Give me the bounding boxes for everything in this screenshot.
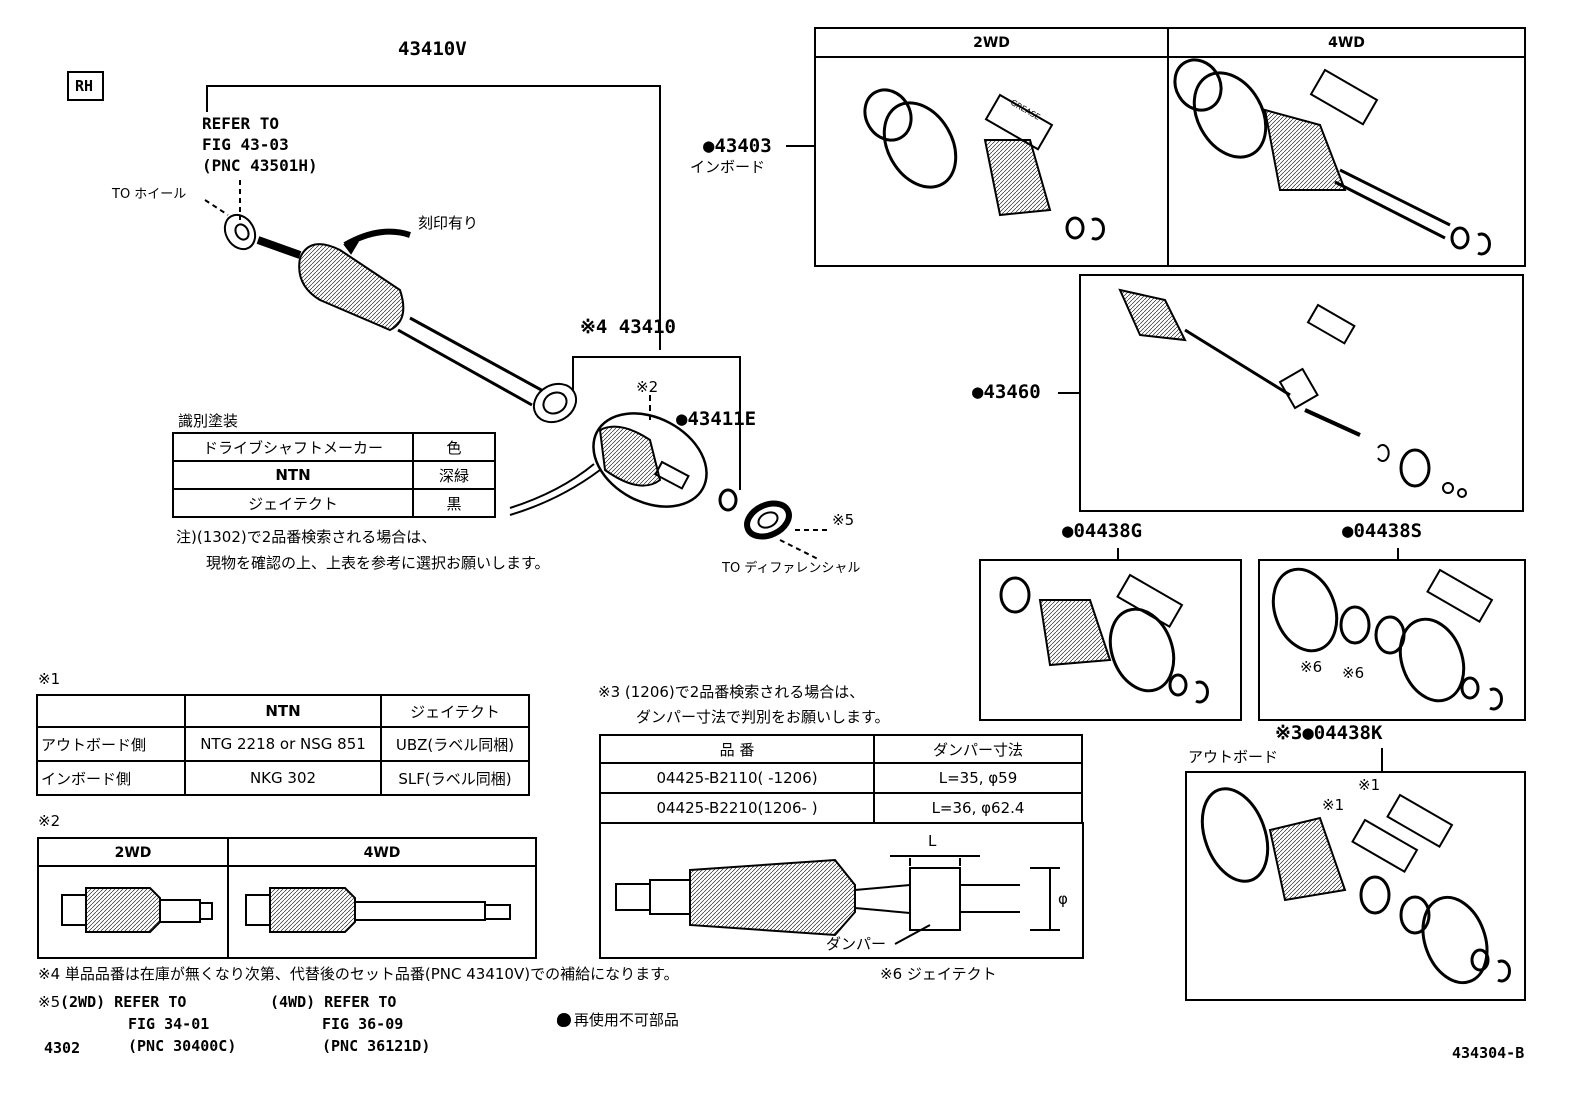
- note5-marker: ※5: [832, 511, 855, 529]
- note5-a-line-1: (2WD) REFER TO: [60, 993, 187, 1011]
- id-paint-note-2: 現物を確認の上、上表を参考に選択お願いします。: [206, 554, 550, 572]
- id-paint-row-maker: ジェイテクト: [172, 488, 414, 518]
- dim-phi-label: φ: [1058, 890, 1068, 908]
- note2-col-4wd: 4WD: [363, 845, 401, 861]
- boot-s-mark-2: ※6: [1342, 664, 1365, 682]
- refer-line-1: REFER TO: [202, 114, 280, 133]
- assembly-pnc: 43410V: [398, 38, 467, 60]
- note1-row-label: アウトボード側: [36, 726, 186, 762]
- damper-label: ダンパー: [826, 935, 887, 953]
- note1-row-jtekt: SLF(ラベル同梱): [380, 760, 530, 796]
- rh-badge: [67, 71, 104, 101]
- rh-label: RH: [75, 77, 94, 95]
- note5-b-line-2: FIG 36-09: [322, 1015, 404, 1033]
- id-paint-note-1: 注)(1302)で2品番検索される場合は、: [176, 528, 437, 546]
- id-paint-header-maker: ドライブシャフトメーカー: [172, 432, 414, 462]
- note6-text: ※6 ジェイテクト: [880, 965, 997, 983]
- leader-43410-bracket: [572, 356, 741, 490]
- note1-row-jtekt: UBZ(ラベル同梱): [380, 726, 530, 762]
- note5-marker-bottom: ※5: [38, 993, 61, 1011]
- outboard-pnc: ※3●04438K: [1275, 722, 1383, 744]
- note1-marker: ※1: [38, 670, 61, 688]
- seal-pnc: ●43411E: [676, 408, 757, 430]
- kit-col-2wd: 2WD: [973, 35, 1010, 51]
- id-paint-title: 識別塗装: [178, 412, 239, 430]
- note5-a-line-2: FIG 34-01: [128, 1015, 210, 1033]
- note2-marker: ※2: [636, 378, 659, 396]
- id-paint-header-color: 色: [412, 432, 496, 462]
- note1-header-jtekt: ジェイテクト: [380, 694, 530, 728]
- note3-header-part: 品 番: [599, 734, 875, 764]
- note5-a-line-3: (PNC 30400C): [128, 1037, 237, 1055]
- note3-line-2: ダンパー寸法で判別をお願いします。: [636, 708, 890, 726]
- marked-label: 刻印有り: [418, 214, 479, 232]
- note1-row-ntn: NTG 2218 or NSG 851: [184, 726, 382, 762]
- inboard-boot-pnc: ●43403: [703, 135, 772, 157]
- inboard-label: インボード: [690, 158, 766, 176]
- note3-header-damper: ダンパー寸法: [873, 734, 1083, 764]
- grease-label: GREASE: [1009, 98, 1042, 122]
- id-paint-row-color: 深緑: [412, 460, 496, 490]
- to-differential-label: TO ディファレンシャル: [722, 561, 861, 576]
- note2-marker-bottom: ※2: [38, 812, 61, 830]
- kit-col-4wd: 4WD: [1328, 35, 1365, 51]
- leader-43410v: [206, 85, 661, 350]
- note3-table: 品 番ダンパー寸法 04425-B2110( -1206)L=35, φ59 0…: [599, 734, 1083, 824]
- note5-b-line-3: (PNC 36121D): [322, 1037, 431, 1055]
- id-paint-row-maker: NTN: [172, 460, 414, 490]
- outboard-mark-2: ※1: [1322, 796, 1345, 814]
- sub-assembly-pnc: ※4 43410: [580, 316, 676, 338]
- boot-g-pnc: ●04438G: [1062, 520, 1143, 542]
- note2-col-2wd: 2WD: [114, 845, 152, 861]
- id-paint-row-color: 黒: [412, 488, 496, 518]
- inner-shaft-pnc: ●43460: [972, 381, 1041, 403]
- outboard-mark-1: ※1: [1358, 776, 1381, 794]
- page-code: 4302: [44, 1039, 81, 1057]
- note3-row-part: 04425-B2210(1206- ): [599, 792, 875, 824]
- note1-row-ntn: NKG 302: [184, 760, 382, 796]
- note1-header-ntn: NTN: [184, 694, 382, 728]
- note4-text: ※4 単品品番は在庫が無くなり次第、代替後のセット品番(PNC 43410V)で…: [38, 965, 679, 983]
- note5-b-line-1: (4WD) REFER TO: [270, 993, 397, 1011]
- reuse-dot-icon: [557, 1013, 571, 1027]
- figure-id: 434304-B: [1452, 1044, 1525, 1062]
- note3-line-1: ※3 (1206)で2品番検索される場合は、: [598, 683, 865, 701]
- outboard-label: アウトボード: [1188, 748, 1279, 766]
- note1-row-label: インボード側: [36, 760, 186, 796]
- note3-row-part: 04425-B2110( -1206): [599, 762, 875, 794]
- to-wheel-label: TO ホイール: [112, 187, 187, 202]
- refer-line-3: (PNC 43501H): [202, 156, 318, 175]
- refer-line-2: FIG 43-03: [202, 135, 289, 154]
- legend-text: ● 再使用不可部品: [556, 1011, 679, 1029]
- dim-l-label: L: [928, 832, 937, 850]
- boot-s-mark-1: ※6: [1300, 658, 1323, 676]
- note3-row-damper: L=35, φ59: [873, 762, 1083, 794]
- note1-header-blank: [36, 694, 186, 728]
- note3-row-damper: L=36, φ62.4: [873, 792, 1083, 824]
- boot-s-pnc: ●04438S: [1342, 520, 1423, 542]
